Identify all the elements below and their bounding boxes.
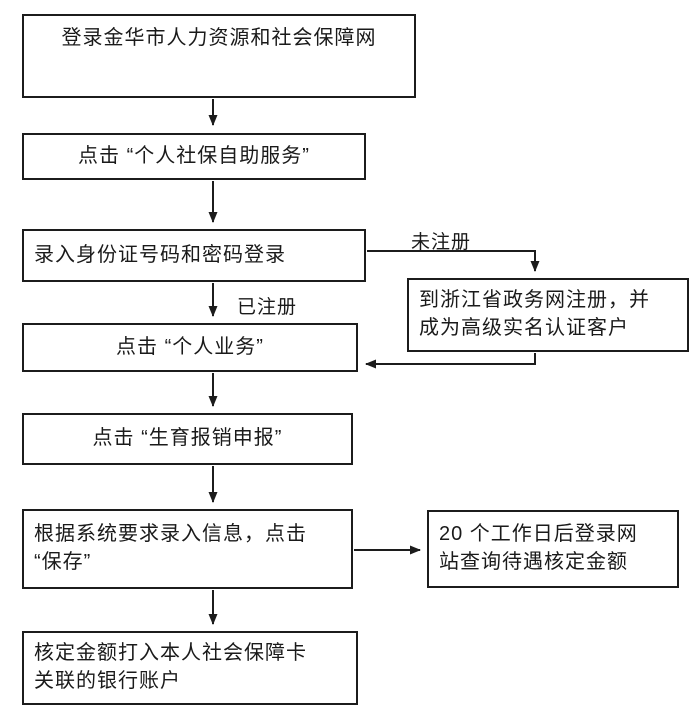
flow-node-register-zhejiang: 到浙江省政务网注册，并 成为高级实名认证客户 — [407, 278, 689, 352]
flow-node-bank-line1: 核定金额打入本人社会保障卡 — [34, 642, 307, 665]
edge-label-registered: 已注册 — [237, 297, 298, 318]
flow-node-self-service-text: 点击 “个人社保自助服务” — [78, 144, 310, 167]
flow-node-personal-business: 点击 “个人业务” — [22, 323, 358, 372]
flow-node-bank-transfer: 核定金额打入本人社会保障卡 关联的银行账户 — [22, 631, 358, 705]
flow-node-self-service: 点击 “个人社保自助服务” — [22, 133, 366, 180]
flow-node-enter-credentials-text: 录入身份证号码和密码登录 — [34, 243, 286, 266]
flow-node-login-text: 登录金华市人力资源和社会保障网 — [61, 27, 377, 49]
flow-node-save-line2: “保存” — [34, 551, 92, 573]
flow-node-register-line1: 到浙江省政务网注册，并 — [419, 289, 650, 312]
flow-node-save-line1: 根据系统要求录入信息，点击 — [34, 523, 307, 546]
flow-node-login-website: 登录金华市人力资源和社会保障网 — [22, 14, 416, 98]
flow-node-bank-line2: 关联的银行账户 — [34, 670, 181, 692]
flow-node-enter-info-save: 根据系统要求录入信息，点击 “保存” — [22, 509, 353, 589]
edge-label-not-registered: 未注册 — [411, 232, 472, 253]
arrow-notregistered-branch — [367, 250, 540, 272]
arrow-register-to-personalbusiness — [365, 353, 536, 369]
flow-node-query-amount: 20 个工作日后登录网 站查询待遇核定金额 — [427, 510, 679, 588]
flow-node-query-line1: 20 个工作日后登录网 — [439, 523, 638, 546]
flow-node-query-line2: 站查询待遇核定金额 — [439, 551, 628, 573]
flow-node-maternity-declare-text: 点击 “生育报销申报” — [92, 427, 283, 450]
flow-node-maternity-declare: 点击 “生育报销申报” — [22, 413, 353, 465]
flow-node-personal-business-text: 点击 “个人业务” — [116, 335, 264, 358]
flow-node-register-line2: 成为高级实名认证客户 — [419, 317, 629, 339]
flow-node-enter-credentials: 录入身份证号码和密码登录 — [22, 229, 366, 282]
